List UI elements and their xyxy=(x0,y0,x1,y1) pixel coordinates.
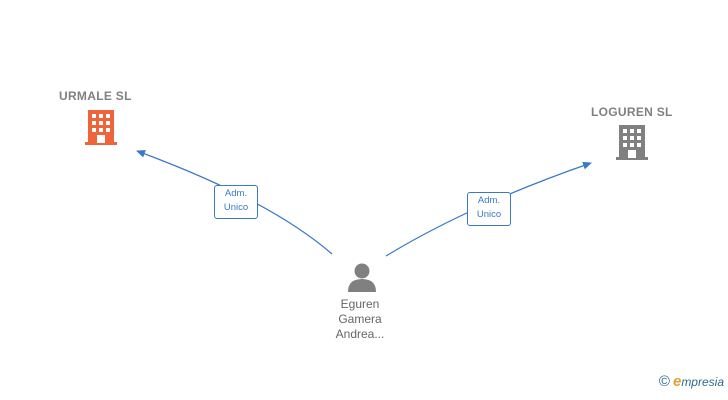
relation-label-urmale[interactable]: Adm. Unico xyxy=(214,185,258,219)
copyright-icon: © xyxy=(658,373,670,390)
company-name-loguren[interactable]: LOGUREN SL xyxy=(591,105,673,119)
relation-role-line-1: Adm. xyxy=(477,195,501,206)
empresia-logo: ©empresia xyxy=(659,373,724,390)
person-name-line-2: Gamera xyxy=(338,312,382,326)
building-icon[interactable] xyxy=(84,109,118,145)
company-name-urmale[interactable]: URMALE SL xyxy=(59,89,132,103)
building-icon[interactable] xyxy=(615,124,649,160)
relation-role-line-2: Unico xyxy=(223,202,249,213)
person-name-line-3: Andrea... xyxy=(335,327,385,341)
brand-initial: e xyxy=(672,373,682,390)
brand-rest: mpresia xyxy=(681,375,724,389)
relation-label-loguren[interactable]: Adm. Unico xyxy=(467,192,511,226)
relation-role-line-2: Unico xyxy=(476,209,502,220)
person-icon[interactable] xyxy=(346,262,378,292)
person-name-line-1: Eguren xyxy=(340,297,380,311)
person-name[interactable]: Eguren Gamera Andrea... xyxy=(315,297,405,342)
relation-role-line-1: Adm. xyxy=(224,188,248,199)
